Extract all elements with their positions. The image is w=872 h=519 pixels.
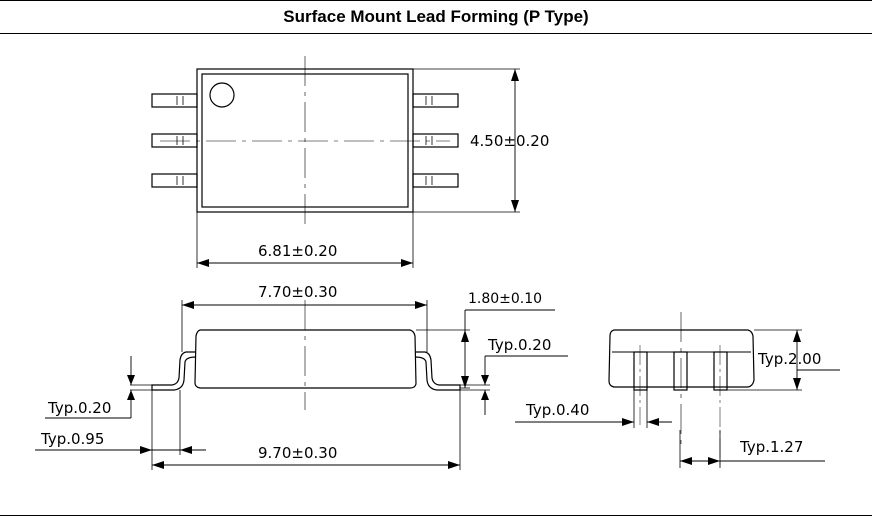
end-lead-1 [633,351,648,391]
bottom-divider [0,515,872,516]
end-lead-2 [673,351,688,391]
dim-lead-thickness-left: Typ.0.20 [47,399,111,417]
top-lead-right-3 [412,173,459,188]
pin1-marker-icon [209,82,235,108]
end-body [608,329,755,388]
dim-top-height: 4.50±0.20 [470,132,549,150]
top-view [151,56,520,268]
top-lead-left-1 [151,93,198,108]
side-view [35,300,568,470]
page-title: Surface Mount Lead Forming (P Type) [0,0,872,34]
dim-top-width: 6.81±0.20 [258,242,337,260]
top-lead-right-2 [412,133,459,148]
dim-body-length: 7.70±0.30 [258,283,337,301]
dim-lead-width: Typ.0.40 [525,401,589,419]
side-lead-left [151,351,197,391]
dim-pitch: Typ.1.27 [739,438,803,456]
dim-overall-length: 9.70±0.30 [258,444,337,462]
top-lead-left-3 [151,173,198,188]
side-body [194,329,417,389]
side-lead-right [414,351,461,391]
end-view [515,312,840,468]
dim-body-thickness: 1.80±0.10 [468,291,542,307]
end-lead-3 [713,351,728,391]
dim-lead-length: Typ.0.95 [40,430,104,448]
top-lead-right-1 [412,93,459,108]
top-lead-left-2 [151,133,198,148]
dim-total-height: Typ.2.00 [757,350,821,368]
dim-lead-thickness-right: Typ.0.20 [487,336,551,354]
